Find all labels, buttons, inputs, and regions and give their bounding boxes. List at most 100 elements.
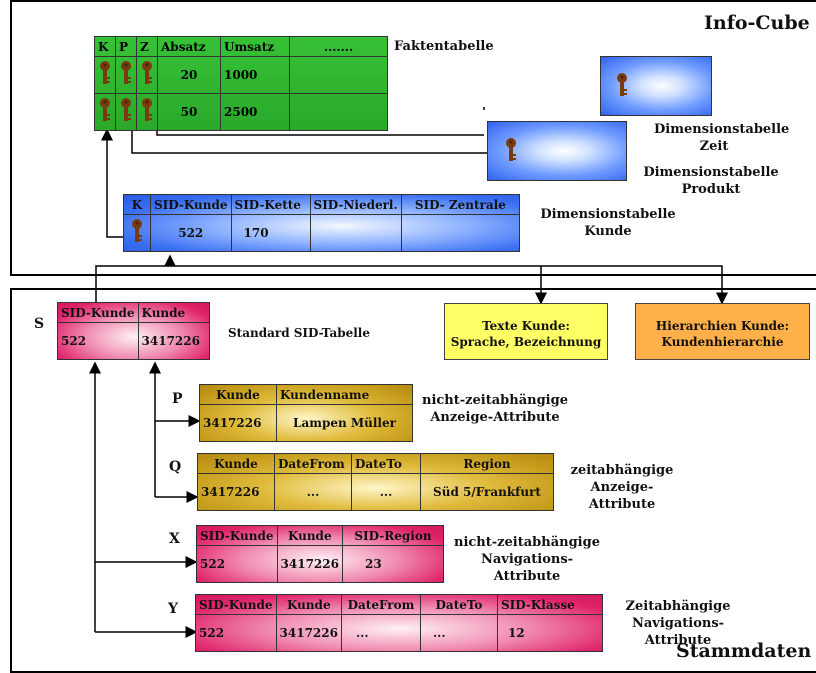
fact-row1-p	[115, 56, 137, 94]
dim-kunde-header-sid-zentrale: SID- Zentrale	[400, 194, 521, 215]
p-label-line1: nicht-zeitabhängige	[422, 393, 568, 408]
infocube-title: Info-Cube	[704, 12, 810, 34]
y-row-kunde: 3417226	[275, 614, 342, 652]
line-bus	[95, 265, 728, 305]
fact-table-label: Faktentabelle	[394, 39, 494, 54]
y-label-line2: Navigations-Attribute	[631, 616, 725, 648]
dim-kunde-header-sid-kunde: SID-Kunde	[150, 194, 232, 215]
dim-kunde-header-k: K	[123, 194, 151, 215]
attr-table-x: SID-Kunde Kunde SID-Region 522 3417226 2…	[196, 525, 445, 583]
dim-kunde-row-sid-kette: 170	[230, 214, 311, 252]
s-header-sid-kunde: SID-Kunde	[57, 302, 139, 323]
key-icon	[130, 218, 144, 248]
y-header-dateto: DateTo	[419, 594, 498, 615]
dim-produkt-box	[487, 121, 627, 181]
key-icon	[140, 97, 154, 127]
dim-kunde-row-k	[123, 214, 151, 252]
hier-line2: Kundenhierarchie	[661, 335, 784, 349]
dim-zeit-box	[600, 56, 712, 116]
key-icon	[98, 97, 112, 127]
dim-kunde-label-text: Dimensionstabelle Kunde	[540, 207, 676, 239]
p-label: nicht-zeitabhängige Anzeige-Attribute	[420, 392, 570, 426]
x-label: nicht-zeitabhängige Navigations-Attribut…	[452, 534, 602, 585]
sid-table-s: SID-Kunde Kunde 522 3417226	[57, 302, 211, 360]
x-header-sid-kunde: SID-Kunde	[196, 525, 278, 546]
fact-row2-more	[289, 93, 388, 131]
x-row-sid-region: 23	[341, 545, 445, 583]
fact-row1-umsatz: 1000	[220, 56, 290, 94]
q-header-region: Region	[420, 453, 554, 474]
dim-kunde-row-sid-kunde: 522	[150, 214, 232, 252]
key-icon	[617, 73, 627, 96]
s-row-sid-kunde: 522	[57, 322, 139, 360]
dim-kunde-row-sid-zentrale	[400, 214, 521, 252]
s-row-kunde: 3417226	[137, 322, 211, 360]
fact-row1-absatz: 20	[157, 56, 221, 94]
q-label: zeitabhängige Anzeige-Attribute	[562, 462, 682, 513]
fact-header-absatz: Absatz	[157, 36, 221, 57]
fact-header-p: P	[115, 36, 137, 57]
fact-row2-k	[94, 93, 116, 131]
infocube-frame	[10, 0, 816, 276]
hierarchien-kunde-box: Hierarchien Kunde: Kundenhierarchie	[635, 303, 810, 360]
q-row-datefrom: ...	[274, 473, 352, 511]
y-label: Zeitabhängige Navigations-Attribute	[603, 598, 753, 649]
letter-p: P	[172, 391, 183, 407]
attr-table-y: SID-Kunde Kunde DateFrom DateTo SID-Klas…	[195, 594, 604, 652]
key-icon	[119, 60, 133, 90]
texte-line2: Sprache, Bezeichnung	[450, 335, 602, 349]
p-header-kunde: Kunde	[199, 384, 277, 405]
dim-produkt-label-text: Dimensionstabelle Produkt	[643, 165, 779, 197]
attr-table-p: Kunde Kundenname 3417226 Lampen Müller	[199, 384, 413, 442]
fact-row2-z	[136, 93, 158, 131]
dim-produkt-label: Dimensionstabelle Produkt	[636, 164, 786, 198]
letter-q: Q	[169, 459, 182, 475]
letter-x: X	[169, 531, 180, 547]
fact-header-z: Z	[136, 36, 158, 57]
dim-kunde-table: K SID-Kunde SID-Kette SID-Niederl. SID- …	[123, 194, 521, 252]
letter-y: Y	[168, 601, 178, 617]
q-header-dateto: DateTo	[351, 453, 421, 474]
dim-kunde-label: Dimensionstabelle Kunde	[528, 206, 688, 240]
q-label-line1: zeitabhängige	[570, 463, 674, 478]
s-label: Standard SID-Tabelle	[228, 326, 371, 340]
x-label-line2: Navigations-Attribute	[480, 552, 574, 584]
s-header-kunde: Kunde	[137, 302, 211, 323]
fact-table: K P Z Absatz Umsatz ....... 20 1000 50 2…	[94, 36, 388, 131]
p-row-kunde: 3417226	[199, 404, 277, 442]
key-icon	[140, 60, 154, 90]
p-header-kundenname: Kundenname	[276, 384, 413, 405]
fact-row1-more	[289, 56, 388, 94]
texte-kunde-box: Texte Kunde: Sprache, Bezeichnung	[444, 303, 608, 360]
x-header-sid-region: SID-Region	[341, 525, 445, 546]
dim-kunde-header-sid-kette: SID-Kette	[230, 194, 311, 215]
fact-row1-z	[136, 56, 158, 94]
fact-row2-absatz: 50	[157, 93, 221, 131]
x-header-kunde: Kunde	[276, 525, 343, 546]
dim-kunde-header-sid-niederl: SID-Niederl.	[309, 194, 402, 215]
y-header-sid-kunde: SID-Kunde	[195, 594, 277, 615]
dim-zeit-label-text: Dimensionstabelle Zeit	[654, 122, 790, 154]
y-header-sid-klasse: SID-Klasse	[496, 594, 604, 615]
attr-table-q: Kunde DateFrom DateTo Region 3417226 ...…	[197, 453, 554, 511]
y-label-line1: Zeitabhängige	[625, 599, 731, 614]
y-header-datefrom: DateFrom	[340, 594, 421, 615]
q-header-kunde: Kunde	[197, 453, 275, 474]
fact-header-more: .......	[289, 36, 388, 57]
fact-row1-k	[94, 56, 116, 94]
line-p-produkt	[131, 127, 500, 159]
fact-row2-p	[115, 93, 137, 131]
x-label-line1: nicht-zeitabhängige	[454, 535, 600, 550]
key-icon	[98, 60, 112, 90]
q-row-dateto: ...	[351, 473, 421, 511]
key-icon	[506, 138, 516, 161]
p-row-kundenname: Lampen Müller	[276, 404, 413, 442]
texte-line1: Texte Kunde:	[482, 319, 570, 333]
stammdaten-title: Stammdaten	[676, 640, 812, 662]
dim-zeit-label: Dimensionstabelle Zeit	[654, 121, 790, 155]
y-row-sid-kunde: 522	[195, 614, 277, 652]
fact-header-umsatz: Umsatz	[220, 36, 290, 57]
q-label-line2: Anzeige-Attribute	[588, 480, 656, 512]
letter-s: S	[34, 316, 45, 332]
q-row-region: Süd 5/Frankfurt	[420, 473, 554, 511]
